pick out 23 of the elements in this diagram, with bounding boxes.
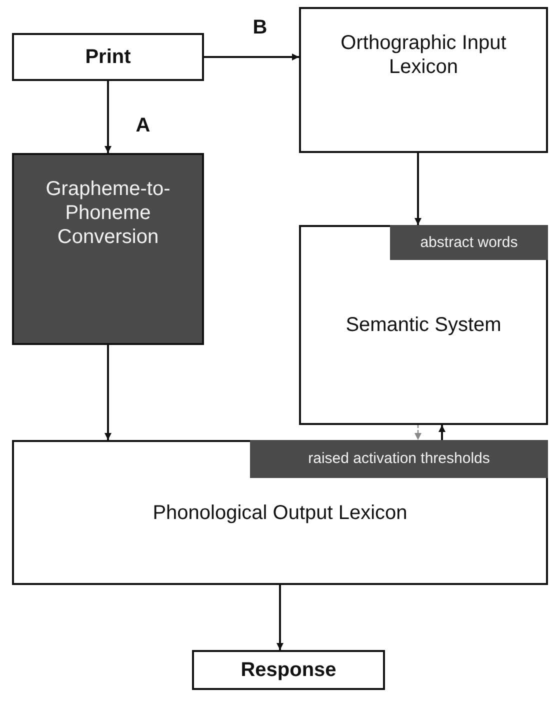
lexicon-box <box>12 440 548 585</box>
arrow <box>276 585 284 650</box>
tag-band <box>250 440 548 478</box>
arrow <box>104 81 112 153</box>
node-label: raised activation thresholds <box>308 450 490 468</box>
node-label: Semantic System <box>346 313 502 337</box>
conversion-box <box>12 153 204 345</box>
tag-band <box>390 225 548 260</box>
output-box <box>192 650 385 690</box>
arrow <box>104 345 112 440</box>
arrow <box>414 153 422 225</box>
node-label: Orthographic Input Lexicon <box>340 31 508 79</box>
dashed-arrow <box>414 425 422 440</box>
arrow <box>204 54 299 60</box>
arrow <box>438 425 446 440</box>
lexicon-box <box>299 7 548 153</box>
node-label: Response <box>240 658 336 682</box>
node-label: abstract words <box>420 234 518 252</box>
input-box <box>12 33 204 81</box>
node-label: Phonological Output Lexicon <box>152 500 408 524</box>
node-label: Print <box>85 45 131 69</box>
node-label: Grapheme-to-Phoneme Conversion <box>44 177 172 249</box>
system-box <box>299 225 548 425</box>
